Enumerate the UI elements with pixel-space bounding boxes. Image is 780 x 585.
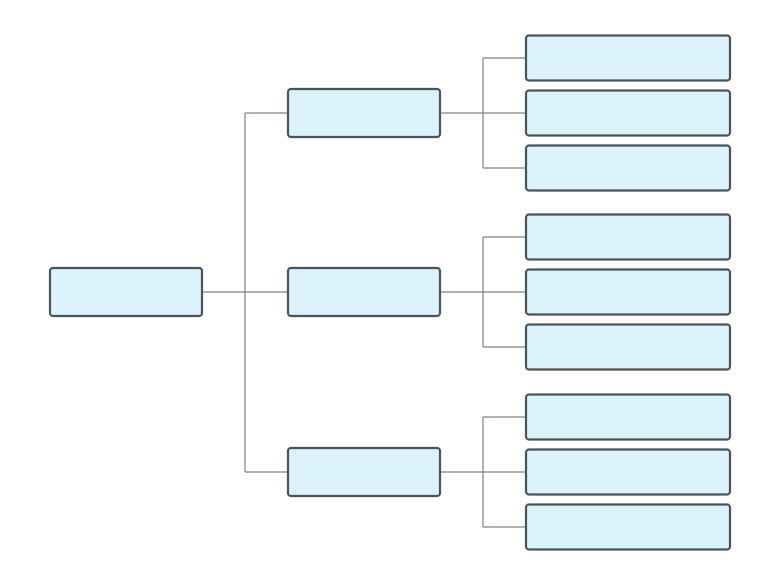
leaf-node-1-2 — [524, 89, 732, 137]
leaf-node-2-1-box — [524, 213, 732, 261]
leaf-node-3-3-box — [524, 503, 732, 551]
leaf-node-1-3 — [524, 144, 732, 192]
leaf-node-3-3 — [524, 503, 732, 551]
branch-node-3 — [286, 446, 442, 498]
branch-node-1 — [286, 87, 442, 139]
leaf-node-2-1 — [524, 213, 732, 261]
nodes-layer — [48, 34, 732, 551]
root-node — [48, 266, 204, 318]
branch-node-3-box — [286, 446, 442, 498]
leaf-node-2-2 — [524, 268, 732, 316]
leaf-node-3-2 — [524, 448, 732, 496]
leaf-node-1-1 — [524, 34, 732, 82]
connectors-layer — [202, 57, 526, 528]
branch-node-1-box — [286, 87, 442, 139]
leaf-node-3-2-box — [524, 448, 732, 496]
leaf-node-3-1-box — [524, 393, 732, 441]
leaf-node-3-1 — [524, 393, 732, 441]
leaf-node-2-3 — [524, 323, 732, 371]
root-node-box — [48, 266, 204, 318]
leaf-node-1-1-box — [524, 34, 732, 82]
leaf-node-1-2-box — [524, 89, 732, 137]
leaf-node-1-3-box — [524, 144, 732, 192]
leaf-node-2-2-box — [524, 268, 732, 316]
branch-node-2-box — [286, 266, 442, 318]
leaf-node-2-3-box — [524, 323, 732, 371]
branch-node-2 — [286, 266, 442, 318]
